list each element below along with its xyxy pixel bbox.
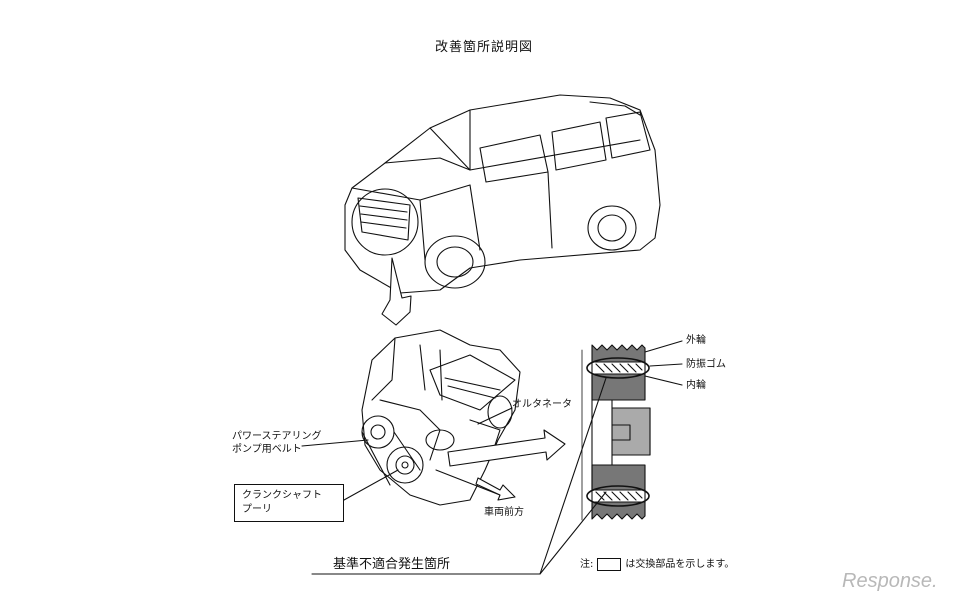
minivan-illustration bbox=[344, 94, 661, 294]
response-watermark-logo: Response. bbox=[842, 570, 938, 592]
ps-belt-label-line1: パワーステアリング bbox=[232, 431, 322, 442]
outer-ring-label: 外輪 bbox=[686, 335, 706, 346]
rubber-damper-label: 防振ゴム bbox=[686, 359, 726, 370]
defect-site-label: 基準不適合発生箇所 bbox=[333, 557, 451, 572]
crankshaft-pulley-label-box: クランクシャフト プーリ bbox=[234, 484, 344, 522]
legend-swatch bbox=[597, 557, 622, 571]
diagram-title: 改善箇所説明図 bbox=[434, 40, 533, 55]
crankshaft-pulley-label-line2: プーリ bbox=[242, 504, 272, 515]
inner-ring-label: 内輪 bbox=[686, 380, 706, 391]
ps-belt-label-line2: ポンプ用ベルト bbox=[232, 444, 302, 455]
legend-note-prefix: 注: bbox=[580, 559, 594, 570]
vehicle-front-label: 車両前方 bbox=[484, 507, 524, 518]
crankshaft-pulley-label-line1: クランクシャフト bbox=[242, 490, 322, 501]
pulley-cross-section bbox=[581, 344, 651, 521]
legend-note-suffix: は交換部品を示します。 bbox=[625, 559, 735, 570]
alternator-label: オルタネータ bbox=[512, 399, 572, 410]
vehicle-front-arrow bbox=[475, 477, 516, 501]
down-arrow bbox=[381, 257, 412, 326]
pulley-detail-arrow bbox=[447, 429, 566, 467]
legend-note: 注: は交換部品を示します。 bbox=[580, 555, 734, 571]
engine-illustration bbox=[361, 329, 521, 506]
